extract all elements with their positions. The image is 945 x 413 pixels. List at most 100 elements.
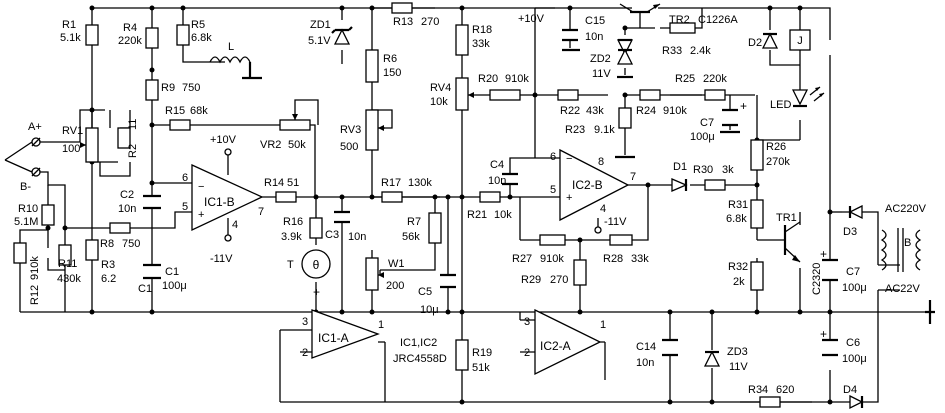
potentiometer-RV1: RV1 100 (62, 125, 99, 163)
svg-text:51: 51 (287, 177, 299, 189)
svg-text:W1: W1 (388, 258, 405, 270)
svg-text:R27: R27 (512, 253, 532, 265)
svg-text:LED: LED (770, 99, 791, 111)
svg-text:6: 6 (182, 172, 188, 184)
capacitor-C14: C14 10n (636, 338, 678, 369)
resistor-R27: R27 910k (512, 234, 566, 265)
svg-text:2.4k: 2.4k (690, 45, 711, 57)
capacitor-C6: + C6 100μ (820, 327, 867, 365)
svg-text:R12: R12 (29, 285, 41, 305)
svg-text:11: 11 (127, 119, 139, 130)
svg-text:150: 150 (383, 67, 401, 79)
resistor-R33: R33 2.4k (662, 22, 711, 57)
svg-text:5.1M: 5.1M (14, 216, 38, 228)
potentiometer-W1: W1 200 (365, 257, 405, 292)
svg-text:−: − (198, 181, 204, 193)
svg-text:10μ: 10μ (420, 304, 439, 316)
terminal-A-plus: A+ (28, 121, 42, 147)
led: LED (770, 86, 825, 111)
svg-text:B: B (904, 237, 911, 249)
svg-text:IC1-A: IC1-A (318, 331, 349, 345)
svg-text:2k: 2k (733, 276, 745, 288)
terminal-B-minus: B- (20, 167, 41, 193)
svg-text:IC1-B: IC1-B (204, 195, 235, 209)
svg-text:R25: R25 (675, 73, 695, 85)
svg-text:1: 1 (378, 319, 384, 331)
resistor-R25: R25 220k (675, 73, 727, 101)
svg-text:IC2-A: IC2-A (540, 339, 571, 353)
svg-text:TR2: TR2 (669, 14, 690, 26)
resistor-R15: R15 68k (165, 105, 208, 131)
svg-text:10k: 10k (430, 96, 448, 108)
svg-text:10n: 10n (488, 175, 506, 187)
resistor-R20: R20 910k (478, 73, 529, 101)
resistor-R19: R19 51k (455, 339, 492, 374)
svg-text:R20: R20 (478, 73, 498, 85)
svg-text:+: + (740, 99, 747, 113)
svg-text:VR2: VR2 (260, 139, 281, 151)
svg-text:+: + (198, 209, 204, 221)
resistor-R29: R29 270 (521, 259, 587, 286)
svg-text:JRC4558D: JRC4558D (393, 353, 447, 365)
resistor-R8: R8 750 (100, 222, 140, 250)
svg-text:R10: R10 (18, 203, 38, 215)
svg-text:6.2: 6.2 (101, 273, 116, 285)
capacitor-C15: C15 10n (562, 15, 605, 43)
svg-text:+10V: +10V (518, 13, 545, 25)
svg-text:L: L (228, 41, 234, 53)
svg-text:R9: R9 (161, 82, 175, 94)
svg-text:11V: 11V (729, 361, 748, 373)
resistor-R2: R2 11 (117, 119, 139, 158)
svg-text:C7: C7 (700, 117, 714, 129)
ic-note: IC1,IC2 JRC4558D (393, 337, 447, 365)
svg-text:R8: R8 (100, 238, 114, 250)
svg-text:100μ: 100μ (842, 353, 867, 365)
svg-text:B-: B- (20, 181, 31, 193)
thermistor-T: θ T + (287, 249, 331, 299)
svg-text:C5: C5 (418, 286, 432, 298)
resistor-R11: R11 430k (57, 244, 81, 285)
svg-text:3: 3 (524, 316, 530, 328)
svg-text:56k: 56k (402, 231, 420, 243)
svg-text:3k: 3k (722, 164, 734, 176)
capacitor-C7-lower: + C7 100μ (820, 247, 867, 294)
svg-text:R34: R34 (748, 384, 768, 396)
inductor-L: L (209, 41, 251, 64)
svg-text:R32: R32 (728, 261, 748, 273)
capacitor-C2: C2 10n (118, 189, 161, 215)
svg-text:-11V: -11V (210, 253, 233, 265)
svg-text:270k: 270k (766, 156, 790, 168)
diode-D1: D1 (671, 161, 688, 192)
svg-text:5: 5 (182, 201, 188, 213)
svg-text:33k: 33k (631, 253, 649, 265)
svg-text:ZD3: ZD3 (727, 346, 748, 358)
svg-text:J: J (797, 35, 803, 47)
resistor-R22: R22 43k (557, 89, 604, 117)
svg-text:220k: 220k (703, 73, 727, 85)
svg-text:ZD1: ZD1 (310, 19, 331, 31)
svg-text:R26: R26 (766, 141, 786, 153)
svg-text:68k: 68k (190, 105, 208, 117)
resistor-R17: R17 130k (381, 177, 432, 203)
svg-text:750: 750 (122, 238, 140, 250)
svg-text:AC220V: AC220V (885, 203, 927, 215)
svg-text:6.8k: 6.8k (726, 213, 747, 225)
svg-text:100μ: 100μ (690, 131, 715, 143)
transistor-TR1: TR1 (776, 212, 801, 263)
svg-text:33k: 33k (472, 38, 490, 50)
svg-text:R11: R11 (58, 258, 77, 270)
svg-text:R2: R2 (127, 144, 139, 158)
resistor-R24: R24 910k (636, 89, 687, 117)
svg-text:C15: C15 (585, 15, 605, 27)
svg-text:R15: R15 (165, 105, 185, 117)
svg-text:5: 5 (550, 184, 556, 196)
svg-text:43k: 43k (586, 105, 604, 117)
resistor-R10: R10 5.1M (14, 203, 55, 228)
svg-text:R14: R14 (264, 177, 284, 189)
svg-text:R24: R24 (636, 105, 656, 117)
resistor-R6: R6 150 (365, 49, 401, 83)
resistor-R16: R16 3.9k (281, 216, 323, 243)
transformer-B: B AC220V AC22V (878, 203, 927, 295)
resistor-R3: R3 6.2 (85, 239, 116, 285)
